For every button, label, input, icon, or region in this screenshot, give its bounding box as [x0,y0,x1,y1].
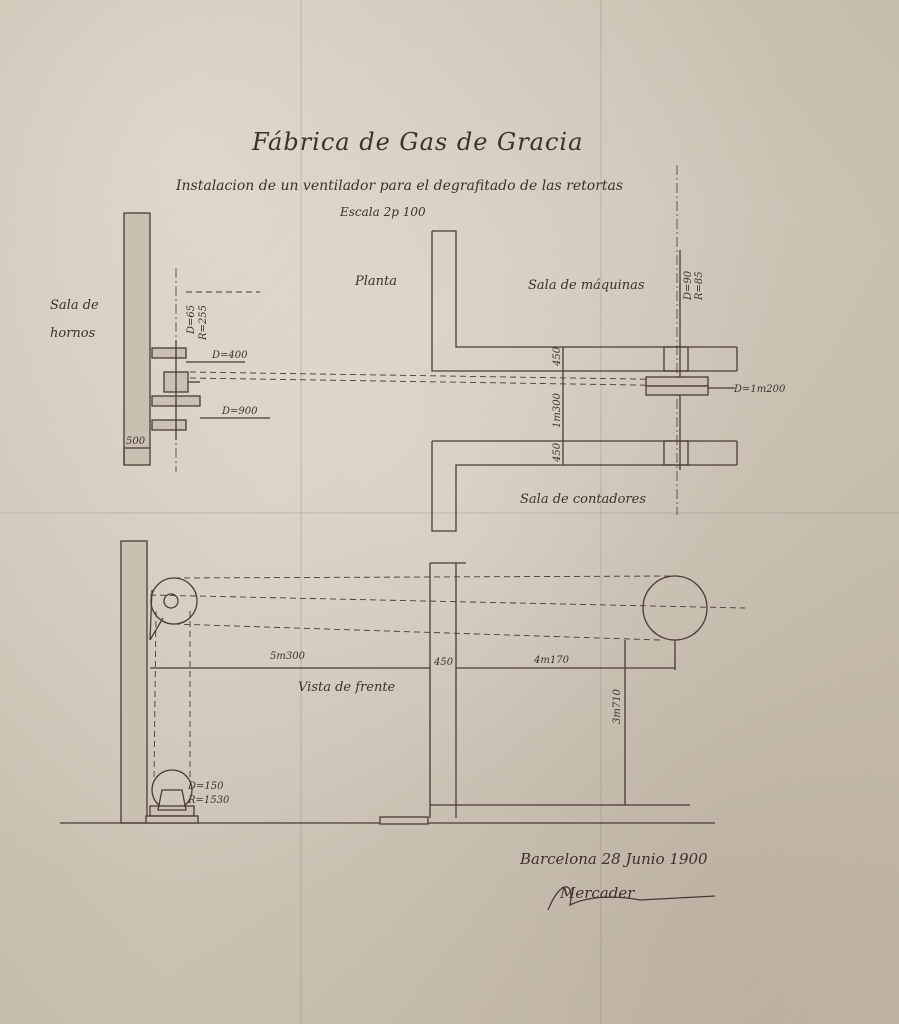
belt-line [153,610,157,781]
dim-h450-top: 450 [552,346,563,366]
fan-plan-large [645,165,735,515]
dim-d65-small: D=65 [186,304,197,334]
paper-fold-line [300,0,302,1024]
dim-r255-small: R=255 [198,305,209,340]
dim-w500: 500 [126,436,146,447]
oven-wall-plan [123,212,151,466]
signature-flourish [547,886,716,911]
duct-line [173,575,675,579]
front-fan-motor [145,769,199,824]
dim-d90-right: D=90 [683,270,694,300]
axis-line [189,377,701,387]
dim-len450: 450 [434,657,454,668]
drawing-scale: Escala 2p 100 [340,205,426,219]
front-fan-large [642,575,708,641]
dim-h450-bottom: 450 [552,442,563,462]
axis-line [189,371,701,381]
paper-fold-line [0,512,899,514]
fan-plan-small [151,268,201,472]
dim-d400: D=400 [212,350,248,361]
drawing-subtitle: Instalacion de un ventilador para el deg… [176,178,624,194]
dim-h3710: 3m710 [612,689,623,724]
paper-fold-line [600,0,602,1024]
label-sala-maquinas: Sala de máquinas [528,278,645,293]
dim-r85-right: R=85 [694,271,705,300]
label-sala-hornos-line2: hornos [50,326,96,341]
dim-d900: D=900 [222,406,258,417]
label-sala-hornos-line1: Sala de [50,298,99,313]
dim-d150: D=150 [188,781,224,792]
label-planta: Planta [355,274,398,289]
dim-d1200: D=1m200 [734,384,786,395]
dim-len5300: 5m300 [270,651,305,662]
axis-line [149,594,746,609]
front-view-middle-wall [379,562,690,825]
place-date: Barcelona 28 Junio 1900 [520,850,708,868]
front-fan-top [149,577,198,641]
drawing-title: Fábrica de Gas de Gracia [252,128,584,156]
label-sala-contadores: Sala de contadores [520,492,647,507]
label-vista-frente: Vista de frente [298,680,396,695]
duct-line [173,623,661,641]
signature: Mercader [560,884,635,902]
dim-len4170: 4m170 [534,655,569,666]
machine-room-plan [431,230,738,532]
dim-h1300: 1m300 [552,393,563,428]
dim-r1530: R=1530 [188,795,230,806]
